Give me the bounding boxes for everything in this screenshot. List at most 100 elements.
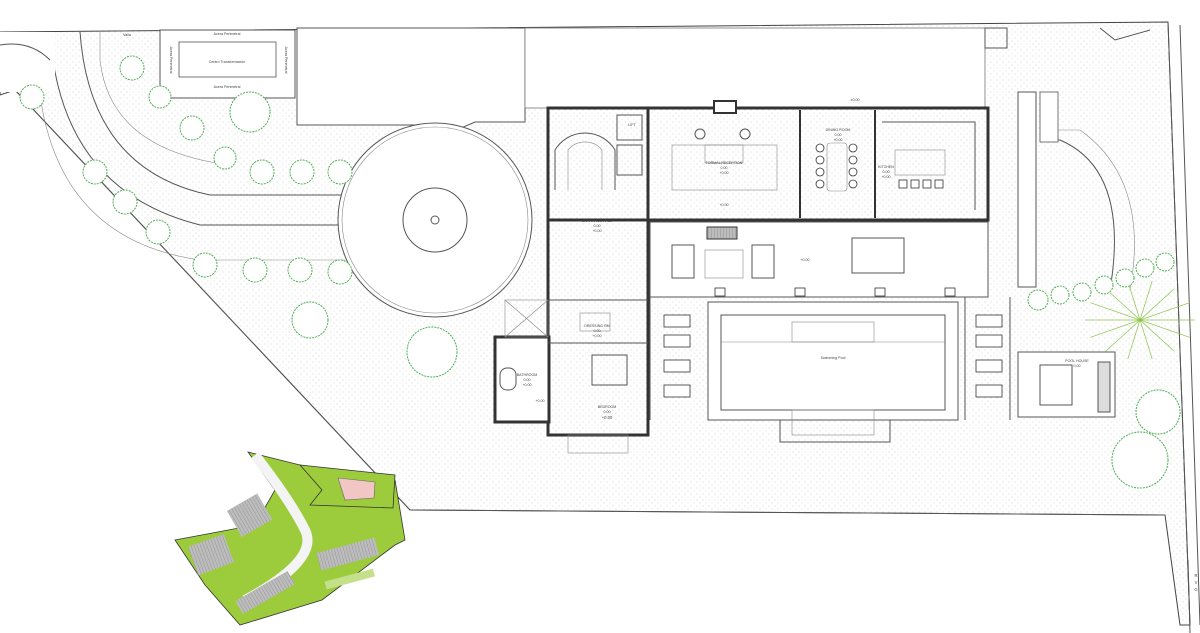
room-bathroom: BATHROOM xyxy=(517,373,538,377)
room-area: 0.00 xyxy=(524,378,531,382)
lounger xyxy=(663,314,691,328)
palm-frond xyxy=(1139,280,1153,321)
label-perimeter-right: Acera Perimetral xyxy=(284,47,288,74)
planter xyxy=(714,287,726,297)
planter xyxy=(874,287,886,297)
tree-icon xyxy=(1027,289,1049,311)
label-perimeter-top: Acera Perimetral xyxy=(214,32,241,36)
palm-frond xyxy=(1139,288,1175,321)
chair xyxy=(848,155,858,165)
palm-frond xyxy=(1139,302,1190,321)
label-transformer: Centro Transformación xyxy=(209,60,246,64)
room-level: +0.00 xyxy=(719,171,728,175)
room-level: +0.00 xyxy=(592,334,601,338)
tree-icon xyxy=(1050,285,1070,305)
room-level: +0.00 xyxy=(881,175,890,179)
tree-icon xyxy=(112,189,138,215)
planter xyxy=(794,287,806,297)
tree-icon xyxy=(291,301,329,339)
room-area: 0.00 xyxy=(721,166,728,170)
swimming-pool xyxy=(720,314,946,411)
room-formal-reception: FORMAL RECEPTION xyxy=(706,161,743,165)
lounger xyxy=(663,334,691,348)
tree-icon xyxy=(242,257,268,283)
room-level: +0.00 xyxy=(833,138,842,142)
label-perimeter-left: Acera Perimetral xyxy=(169,47,173,74)
tree-icon xyxy=(289,159,315,185)
palm-frond xyxy=(1090,319,1141,338)
palm-frond xyxy=(1127,319,1141,360)
label-perimeter-bottom: Acera Perimetral xyxy=(214,85,241,89)
site-plan-inset xyxy=(174,451,406,626)
room-area: 0.00 xyxy=(835,133,842,137)
lounger xyxy=(663,384,691,398)
palm-frond xyxy=(1105,319,1141,352)
tree-icon xyxy=(179,115,205,141)
lounger xyxy=(975,384,1003,398)
tree-icon xyxy=(148,85,172,109)
tree-icon xyxy=(19,84,45,110)
tree-icon xyxy=(1115,268,1135,288)
tree-icon xyxy=(327,159,353,185)
room-lift: LIFT xyxy=(628,123,636,127)
room-entrance-hall: ENTRANCE HALL xyxy=(582,219,612,223)
palm-tree xyxy=(1085,280,1195,360)
room-area: 0.00 xyxy=(1074,364,1081,368)
stool xyxy=(922,179,932,189)
gallery-level: +0.00 xyxy=(719,203,728,207)
planter xyxy=(944,287,956,297)
tree-icon xyxy=(287,257,313,283)
room-dining: DINING ROOM xyxy=(826,128,851,132)
chair xyxy=(815,167,825,177)
tree-icon xyxy=(192,252,218,278)
chair xyxy=(848,143,858,153)
palm-frond xyxy=(1090,302,1141,321)
room-bedroom: BEDROOM xyxy=(598,405,617,409)
room-area: 0.00 xyxy=(604,410,611,414)
tree-icon xyxy=(229,91,271,133)
tree-icon xyxy=(327,259,353,285)
tree-icon xyxy=(213,146,237,170)
tree-icon xyxy=(1135,258,1155,278)
tree-icon xyxy=(1072,282,1092,302)
palm-frond xyxy=(1127,280,1141,321)
chair xyxy=(815,143,825,153)
tree-icon xyxy=(1094,275,1114,295)
chair xyxy=(815,179,825,189)
chair xyxy=(848,167,858,177)
tree-icon xyxy=(82,159,108,185)
label-valla: Valla xyxy=(123,33,131,37)
tree-icon xyxy=(249,159,275,185)
lounger xyxy=(975,334,1003,348)
sun-loungers xyxy=(663,287,1003,398)
parking-plot xyxy=(296,27,526,136)
room-kitchen: KITCHEN xyxy=(878,165,894,169)
trees xyxy=(19,55,1181,489)
label-level: ±0.00 xyxy=(851,98,860,102)
tree-icon xyxy=(1155,252,1175,272)
edge-letter-r: R xyxy=(1194,573,1197,578)
room-area: 0.00 xyxy=(594,329,601,333)
lounger xyxy=(975,359,1003,373)
room-pool-house: POOL HOUSE xyxy=(1065,359,1089,363)
chair xyxy=(815,155,825,165)
room-level: +0.00 xyxy=(522,383,531,387)
room-area: 0.00 xyxy=(594,224,601,228)
lounger xyxy=(975,314,1003,328)
bath-level: +0.00 xyxy=(535,399,544,403)
palm-frond xyxy=(1139,319,1190,338)
tree-icon xyxy=(406,326,458,378)
room-area: 0.00 xyxy=(883,170,890,174)
edge-letter-g: G xyxy=(1194,587,1197,592)
stool xyxy=(898,179,908,189)
stool xyxy=(934,179,944,189)
palm-frond xyxy=(1139,319,1153,360)
room-level: +0.00 xyxy=(602,415,613,420)
house xyxy=(493,100,990,454)
edge-letter-v: V xyxy=(1195,580,1198,585)
room-level: +0.00 xyxy=(592,229,601,233)
palm-frond xyxy=(1105,288,1141,321)
tree-icon xyxy=(1135,389,1181,435)
label-swimming-pool: Swimming Pool xyxy=(821,356,846,360)
